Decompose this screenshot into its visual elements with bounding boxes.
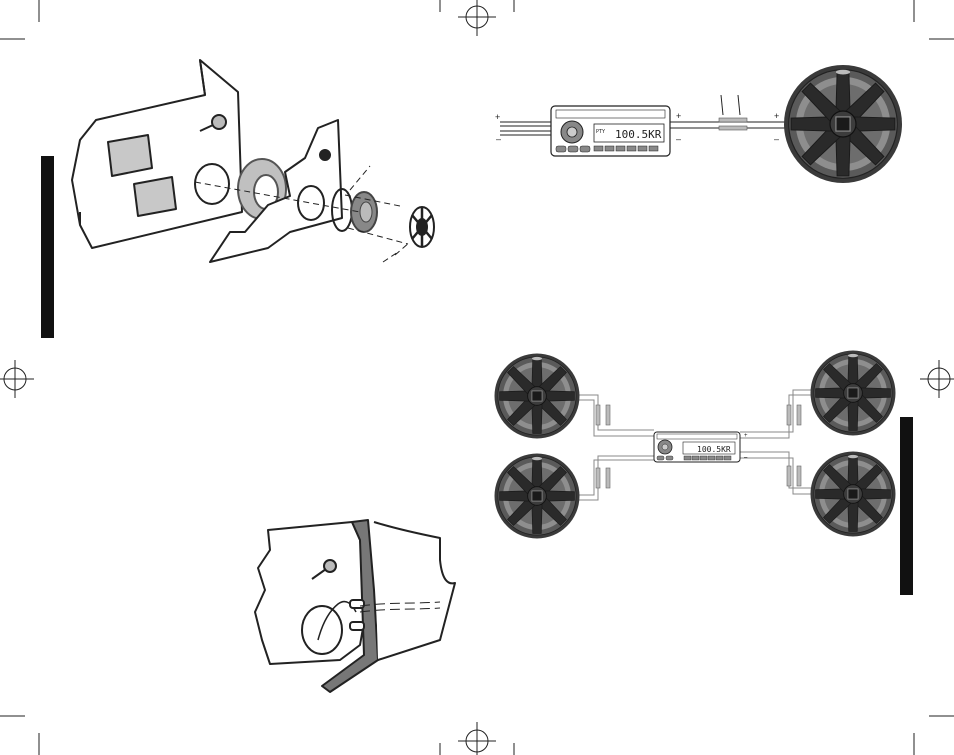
speaker-grille-icon-front-right <box>811 351 896 436</box>
speaker-grille-icon <box>784 65 902 183</box>
registration-mark-top <box>458 0 496 36</box>
side-tab-left <box>41 156 54 338</box>
side-tab-right <box>900 417 913 595</box>
figure-door-install <box>72 60 434 262</box>
speaker-grille-icon-rear-left <box>495 454 580 539</box>
terminal-mark-positive-speaker: + <box>774 111 779 121</box>
figure-single-speaker-wiring <box>500 65 902 183</box>
head-unit-display-text: 100.5KR <box>615 128 662 141</box>
figure-four-speaker-wiring <box>495 351 896 539</box>
registration-mark-bottom <box>458 722 496 755</box>
terminal-mark-negative-out: – <box>676 134 681 144</box>
terminal-mark-positive-out: + <box>676 111 681 121</box>
head-unit-display-text-small-unit: 100.5KR <box>697 445 731 454</box>
registration-mark-right <box>920 360 954 398</box>
figure-wire-routing <box>255 520 455 692</box>
terminal-mark-positive: + <box>495 112 500 122</box>
terminal-mark-positive-four: + <box>744 433 748 439</box>
terminal-mark-negative: – <box>496 134 501 144</box>
speaker-grille-icon-front-left <box>495 354 580 439</box>
head-unit-display-small-text: PTY <box>596 129 605 135</box>
terminal-mark-negative-speaker: – <box>774 134 779 144</box>
registration-mark-left <box>0 360 34 398</box>
speaker-grille-icon-rear-right <box>811 452 896 537</box>
